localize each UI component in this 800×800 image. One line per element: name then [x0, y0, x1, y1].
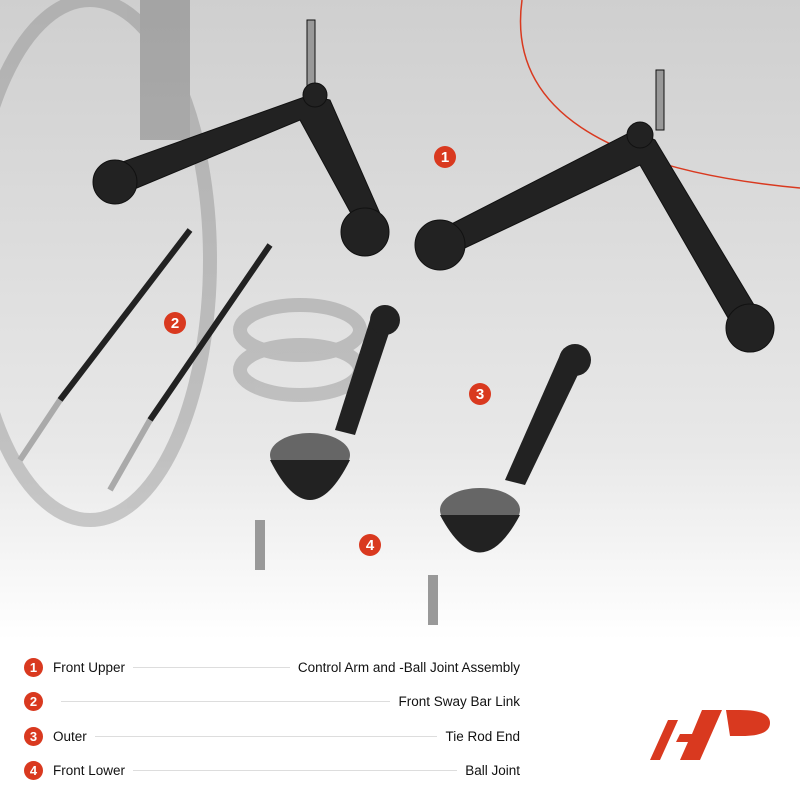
- legend-row: 2 Front Sway Bar Link: [24, 685, 520, 720]
- upper-control-arm-right: [414, 69, 775, 353]
- callout-3: 3: [469, 383, 491, 405]
- red-arc: [519, 0, 800, 189]
- product-photo: [0, 0, 800, 640]
- legend-right-label: Tie Rod End: [445, 728, 520, 744]
- callout-4: 4: [359, 534, 381, 556]
- legend-number: 4: [24, 761, 43, 781]
- legend-right-label: Ball Joint: [465, 763, 520, 779]
- legend-left-label: Outer: [53, 728, 87, 744]
- parts-legend: 1 Front Upper Control Arm and -Ball Join…: [24, 650, 520, 788]
- divider: [61, 701, 391, 703]
- brand-logo: [650, 710, 770, 760]
- tie-rod-ends: [335, 305, 591, 485]
- upper-control-arm-left: [92, 19, 390, 257]
- divider: [94, 735, 438, 737]
- sway-bar-links: [17, 228, 273, 492]
- legend-right-label: Control Arm and -Ball Joint Assembly: [297, 659, 520, 675]
- legend-left-label: Front Upper: [53, 659, 126, 675]
- divider: [133, 770, 458, 772]
- legend-left-label: Front Lower: [53, 763, 126, 779]
- legend-number: 1: [24, 657, 43, 677]
- legend-right-label: Front Sway Bar Link: [398, 694, 520, 710]
- divider: [133, 666, 290, 668]
- callout-2: 2: [164, 312, 186, 334]
- legend-number: 3: [24, 726, 43, 746]
- ball-joints: [255, 433, 520, 625]
- legend-row: 3 Outer Tie Rod End: [24, 719, 520, 754]
- legend-row: 4 Front Lower Ball Joint: [24, 754, 520, 789]
- legend-row: 1 Front Upper Control Arm and -Ball Join…: [24, 650, 520, 685]
- callout-1: 1: [434, 146, 456, 168]
- legend-number: 2: [24, 692, 43, 712]
